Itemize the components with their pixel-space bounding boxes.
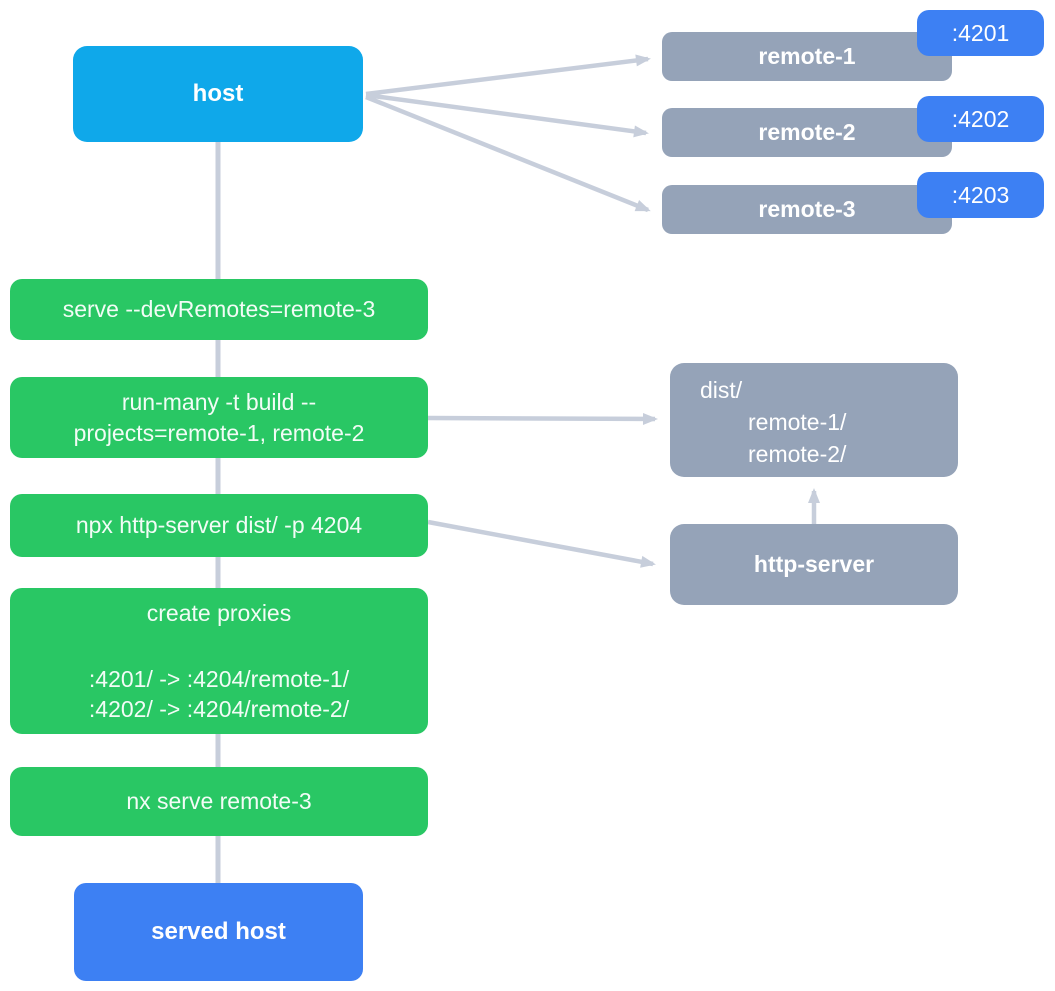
arrow-http-cmd-to-http-server (427, 519, 656, 568)
dist-root-label: dist/ (700, 377, 743, 403)
host-label: host (192, 80, 244, 107)
arrow-run-many-to-dist (427, 412, 658, 425)
step-nx-serve-remote-3: nx serve remote-3 (10, 767, 428, 836)
port-badge-4201: :4201 (917, 10, 1044, 56)
nx-serve-command-text: nx serve remote-3 (126, 788, 312, 814)
arrow-host-to-remote-3 (365, 94, 651, 213)
http-server-node: http-server (670, 524, 958, 605)
arrow-host-to-remote-1 (365, 54, 651, 97)
remote-1-node: remote-1 (662, 32, 952, 81)
served-host-node: served host (74, 883, 363, 981)
dist-remote-1-label: remote-1/ (748, 409, 847, 435)
create-proxies-title: create proxies (146, 600, 292, 626)
host-node: host (73, 46, 363, 142)
proxy-rule-2: :4202/ -> :4204/remote-2/ (88, 696, 350, 722)
arrow-host-to-remote-2 (365, 92, 649, 138)
http-server-label: http-server (753, 551, 875, 577)
serve-command-text: serve --devRemotes=remote-3 (62, 296, 376, 322)
dist-folder-node: dist/ remote-1/ remote-2/ (670, 363, 958, 477)
dist-remote-2-label: remote-2/ (748, 441, 847, 467)
port-4202-label: :4202 (951, 105, 1010, 132)
remote-2-node: remote-2 (662, 108, 952, 157)
proxy-rule-1: :4201/ -> :4204/remote-1/ (88, 666, 350, 692)
remote-2-label: remote-2 (758, 119, 856, 145)
step-create-proxies: create proxies :4201/ -> :4204/remote-1/… (10, 588, 428, 734)
step-run-many-build: run-many -t build -- projects=remote-1, … (10, 377, 428, 458)
run-many-command-line-1: run-many -t build -- (121, 388, 317, 415)
http-server-command-text: npx http-server dist/ -p 4204 (75, 512, 363, 538)
port-4201-label: :4201 (951, 19, 1010, 46)
step-serve-dev-remotes: serve --devRemotes=remote-3 (10, 279, 428, 340)
remote-3-node: remote-3 (662, 185, 952, 234)
remote-1-label: remote-1 (758, 43, 856, 69)
served-host-label: served host (151, 918, 286, 945)
run-many-command-line-2: projects=remote-1, remote-2 (73, 419, 365, 446)
remote-3-label: remote-3 (758, 196, 856, 222)
port-badge-4203: :4203 (917, 172, 1044, 218)
port-badge-4202: :4202 (917, 96, 1044, 142)
step-npx-http-server: npx http-server dist/ -p 4204 (10, 494, 428, 557)
port-4203-label: :4203 (951, 181, 1010, 208)
